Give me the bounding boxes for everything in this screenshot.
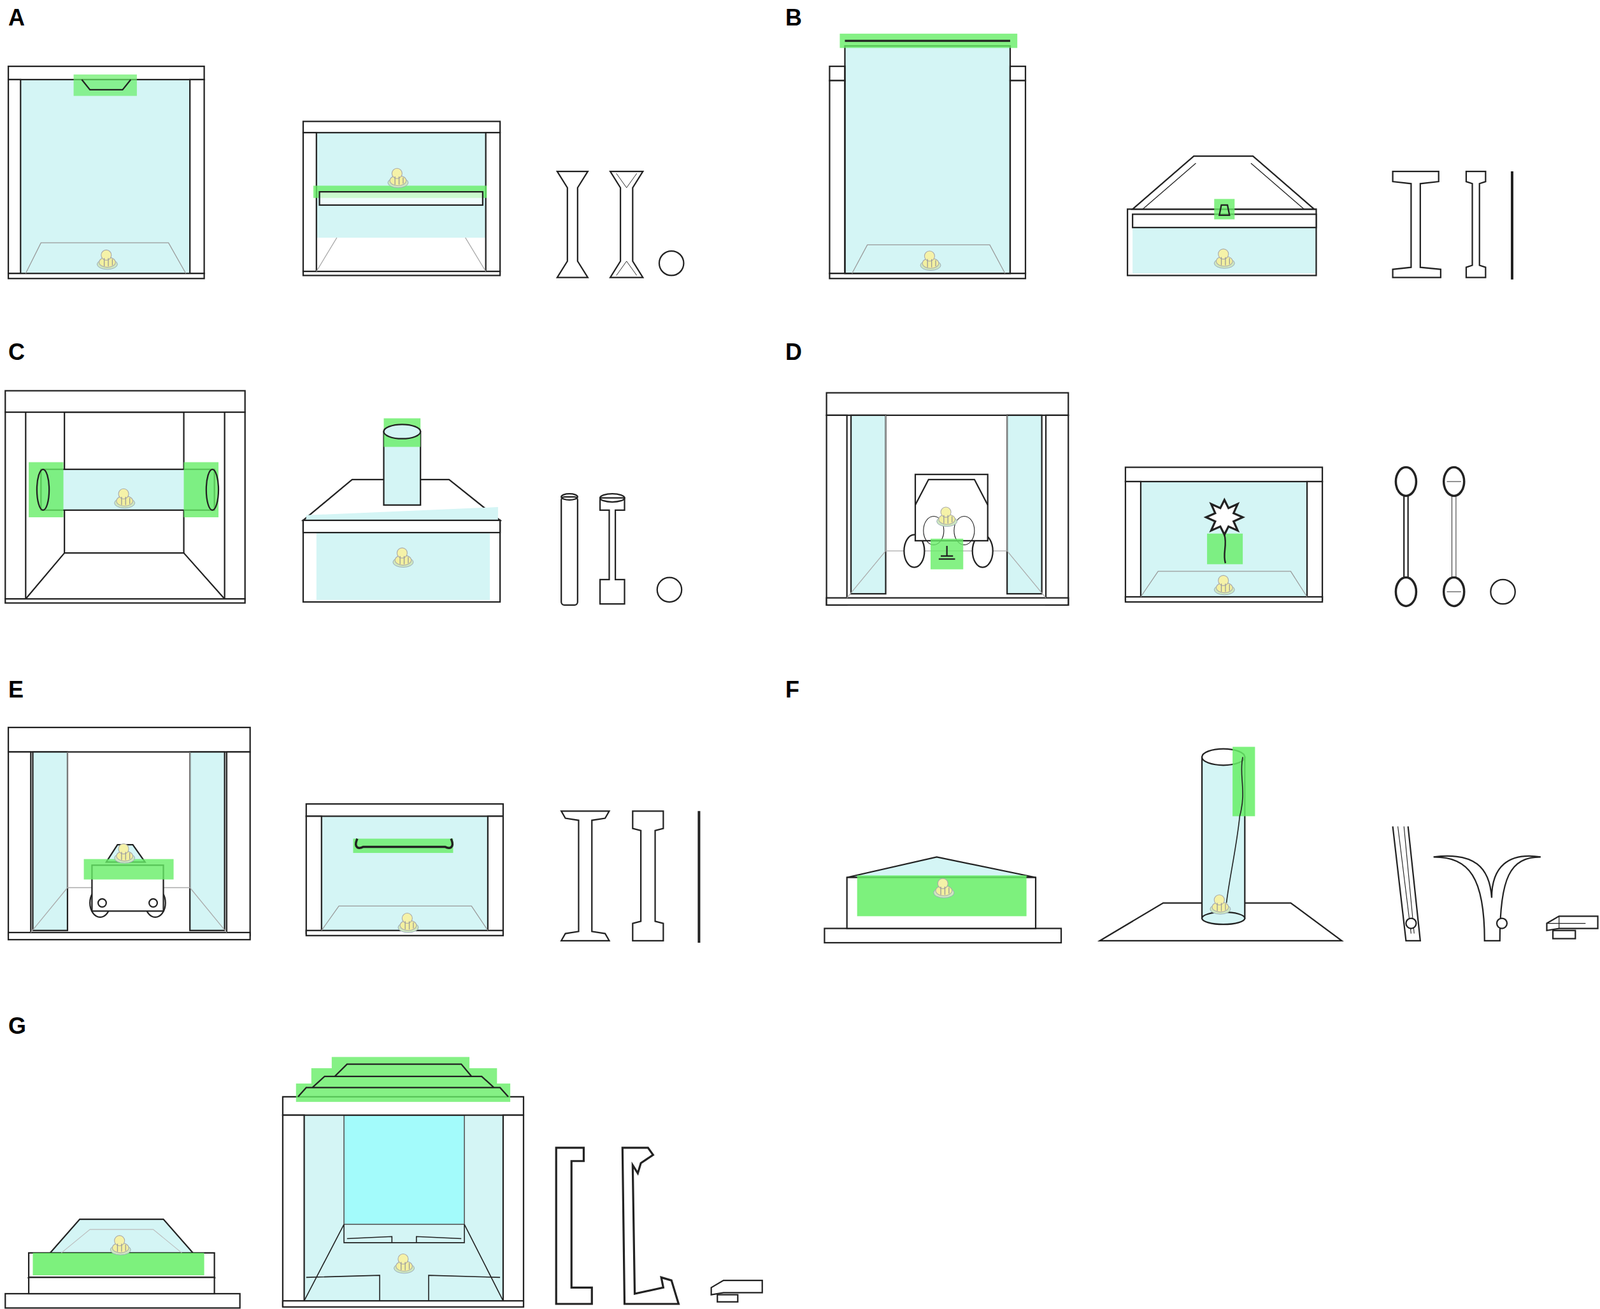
panel-letter: E [8, 678, 24, 702]
panel-letter: A [8, 6, 25, 30]
panel-letter: F [785, 678, 800, 702]
panel-letter: B [785, 6, 802, 30]
panel-letter: C [8, 340, 25, 364]
panel-letter: G [8, 1014, 27, 1038]
panel-letter: D [785, 340, 802, 364]
